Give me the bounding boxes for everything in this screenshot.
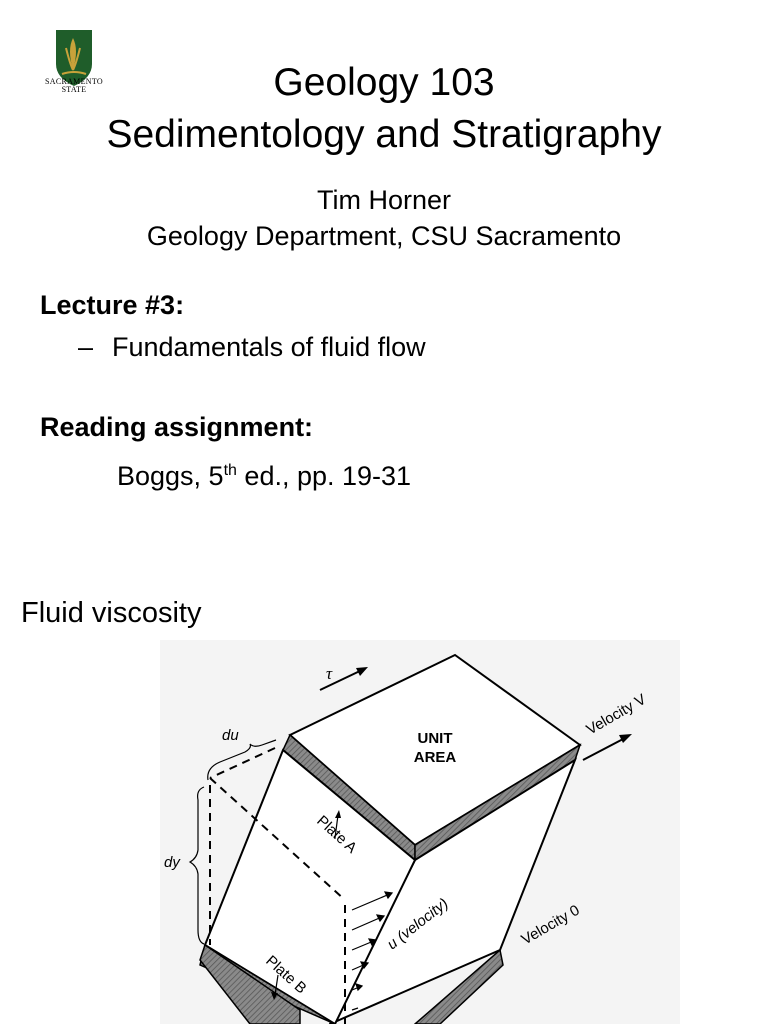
- lecture-heading: Lecture #3:: [40, 290, 185, 320]
- logo-wordmark: SACRAMENTO STATE: [36, 78, 112, 94]
- unit-area-label-1: UNIT: [418, 730, 453, 747]
- du-brace: [207, 739, 277, 781]
- reading-superscript: th: [223, 462, 237, 479]
- plate-a-arrow: [334, 814, 339, 839]
- unit-area-label-2: AREA: [414, 749, 457, 766]
- tau-arrowhead: [356, 667, 368, 676]
- dashed-diagonal: [209, 777, 346, 901]
- du-label: du: [222, 727, 239, 744]
- department: Geology Department, CSU Sacramento: [146, 221, 622, 251]
- plate-b-side: [413, 948, 504, 1024]
- author-name: Tim Horner: [316, 185, 451, 215]
- tau-arrow: [319, 669, 363, 691]
- logo-line-2: STATE: [61, 85, 87, 94]
- dy-label: dy: [164, 854, 181, 871]
- logo-line-1: SACRAMENTO: [45, 77, 103, 86]
- plate-b: [199, 943, 301, 1024]
- velocity-v-arrowhead: [619, 734, 632, 743]
- section-heading: Fluid viscosity: [21, 597, 202, 629]
- title-line-1: Geology 103: [273, 61, 495, 104]
- plate-b-arrow: [274, 974, 279, 996]
- reading-text-post: ed., pp. 19-31: [236, 461, 412, 491]
- front-face: [203, 748, 417, 1024]
- tau-label: τ: [326, 664, 333, 683]
- velocity-profile-arrows: [351, 891, 394, 1011]
- velocity-v-arrow: [582, 737, 626, 761]
- dy-brace: [188, 786, 205, 945]
- bullet-dash: –: [78, 332, 94, 362]
- sacramento-state-logo: [56, 30, 92, 86]
- reading-text: Boggs, 5th ed., pp. 19-31: [117, 455, 411, 492]
- dashed-top-edge: [209, 747, 276, 779]
- reading-heading: Reading assignment:: [40, 412, 314, 442]
- title-line-2: Sedimentology and Stratigraphy: [106, 113, 662, 156]
- fluid-viscosity-diagram: τ UNIT AREA Velocity V du dy Plate A Pla…: [160, 640, 680, 1024]
- lecture-topic: Fundamentals of fluid flow: [112, 332, 426, 362]
- reading-text-pre: Boggs, 5: [117, 461, 224, 491]
